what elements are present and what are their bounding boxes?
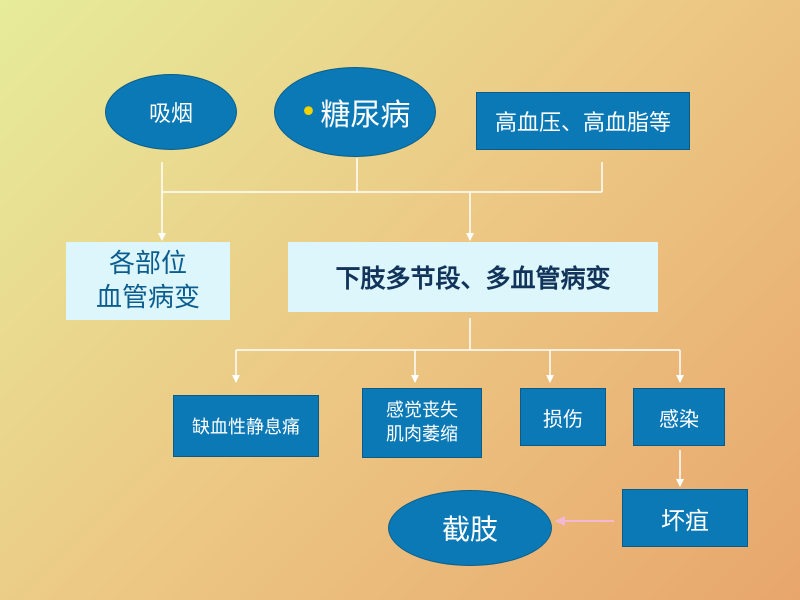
node-diabetes: •糖尿病 — [274, 67, 436, 157]
bullet-icon: • — [299, 94, 318, 130]
node-infection-label: 感染 — [659, 406, 699, 431]
node-gangrene-label: 坏疽 — [661, 506, 709, 535]
node-lower-limb: 下肢多节段、多血管病变 — [288, 242, 658, 312]
node-ischemic-pain-label: 缺血性静息痛 — [192, 417, 300, 438]
node-amputation: 截肢 — [388, 490, 552, 566]
node-ischemic-pain: 缺血性静息痛 — [173, 395, 319, 457]
node-gangrene: 坏疽 — [622, 489, 748, 547]
node-sensory-loss-label: 感觉丧失 肌肉萎缩 — [386, 400, 458, 445]
node-smoking: 吸烟 — [105, 74, 237, 150]
node-infection: 感染 — [633, 388, 725, 446]
node-injury-label: 损伤 — [543, 406, 583, 431]
node-lower-limb-label: 下肢多节段、多血管病变 — [335, 264, 611, 293]
node-amputation-label: 截肢 — [441, 513, 498, 546]
node-multi-site-label: 各部位 血管病变 — [95, 249, 200, 313]
node-smoking-label: 吸烟 — [148, 102, 193, 127]
node-sensory-loss: 感觉丧失 肌肉萎缩 — [362, 388, 482, 458]
node-hypertension-label: 高血压、高血脂等 — [494, 111, 671, 136]
node-multi-site: 各部位 血管病变 — [66, 242, 230, 320]
node-injury: 损伤 — [520, 388, 606, 446]
node-hypertension: 高血压、高血脂等 — [476, 92, 690, 150]
node-diabetes-label: 糖尿病 — [320, 98, 411, 133]
